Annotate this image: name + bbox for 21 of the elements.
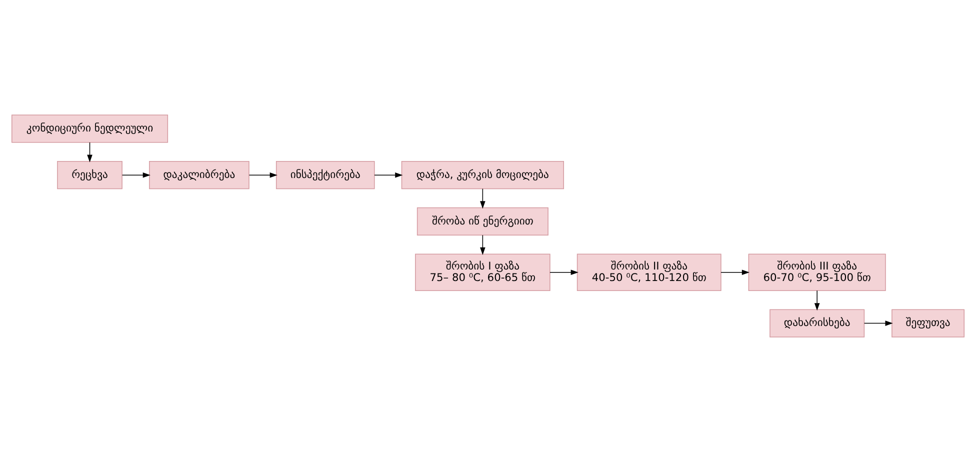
arrow — [480, 234, 486, 256]
node-box: შრობა იწ ენერგიით — [416, 207, 548, 236]
node-box: შრობის II ფაზა 40-50 ⁰C, 110-120 წთ — [576, 254, 722, 291]
arrow — [720, 270, 750, 276]
arrow — [550, 270, 578, 276]
arrow — [122, 172, 150, 178]
arrow — [864, 320, 893, 326]
node-box: დაჭრა, კურკის მოცილება — [401, 161, 564, 190]
node-box: რეცხვა — [57, 161, 122, 190]
arrow — [374, 172, 403, 178]
node-box: ინსპექტირება — [276, 161, 375, 190]
arrow — [480, 188, 486, 209]
node-box: შრობის III ფაზა 60-70 ⁰C, 95-100 წთ — [748, 254, 886, 291]
arrow — [248, 172, 278, 178]
node-box: შეფუთვა — [892, 309, 965, 338]
node-box: კონდიციური ნედლეული — [11, 114, 168, 143]
arrow — [87, 142, 92, 162]
arrow — [814, 290, 820, 311]
node-box: შრობის I ფაზა 75– 80 ⁰C, 60-65 წთ — [415, 254, 550, 291]
node-box: დახარისხება — [770, 309, 865, 338]
node-box: დაკალიბრება — [149, 161, 250, 190]
